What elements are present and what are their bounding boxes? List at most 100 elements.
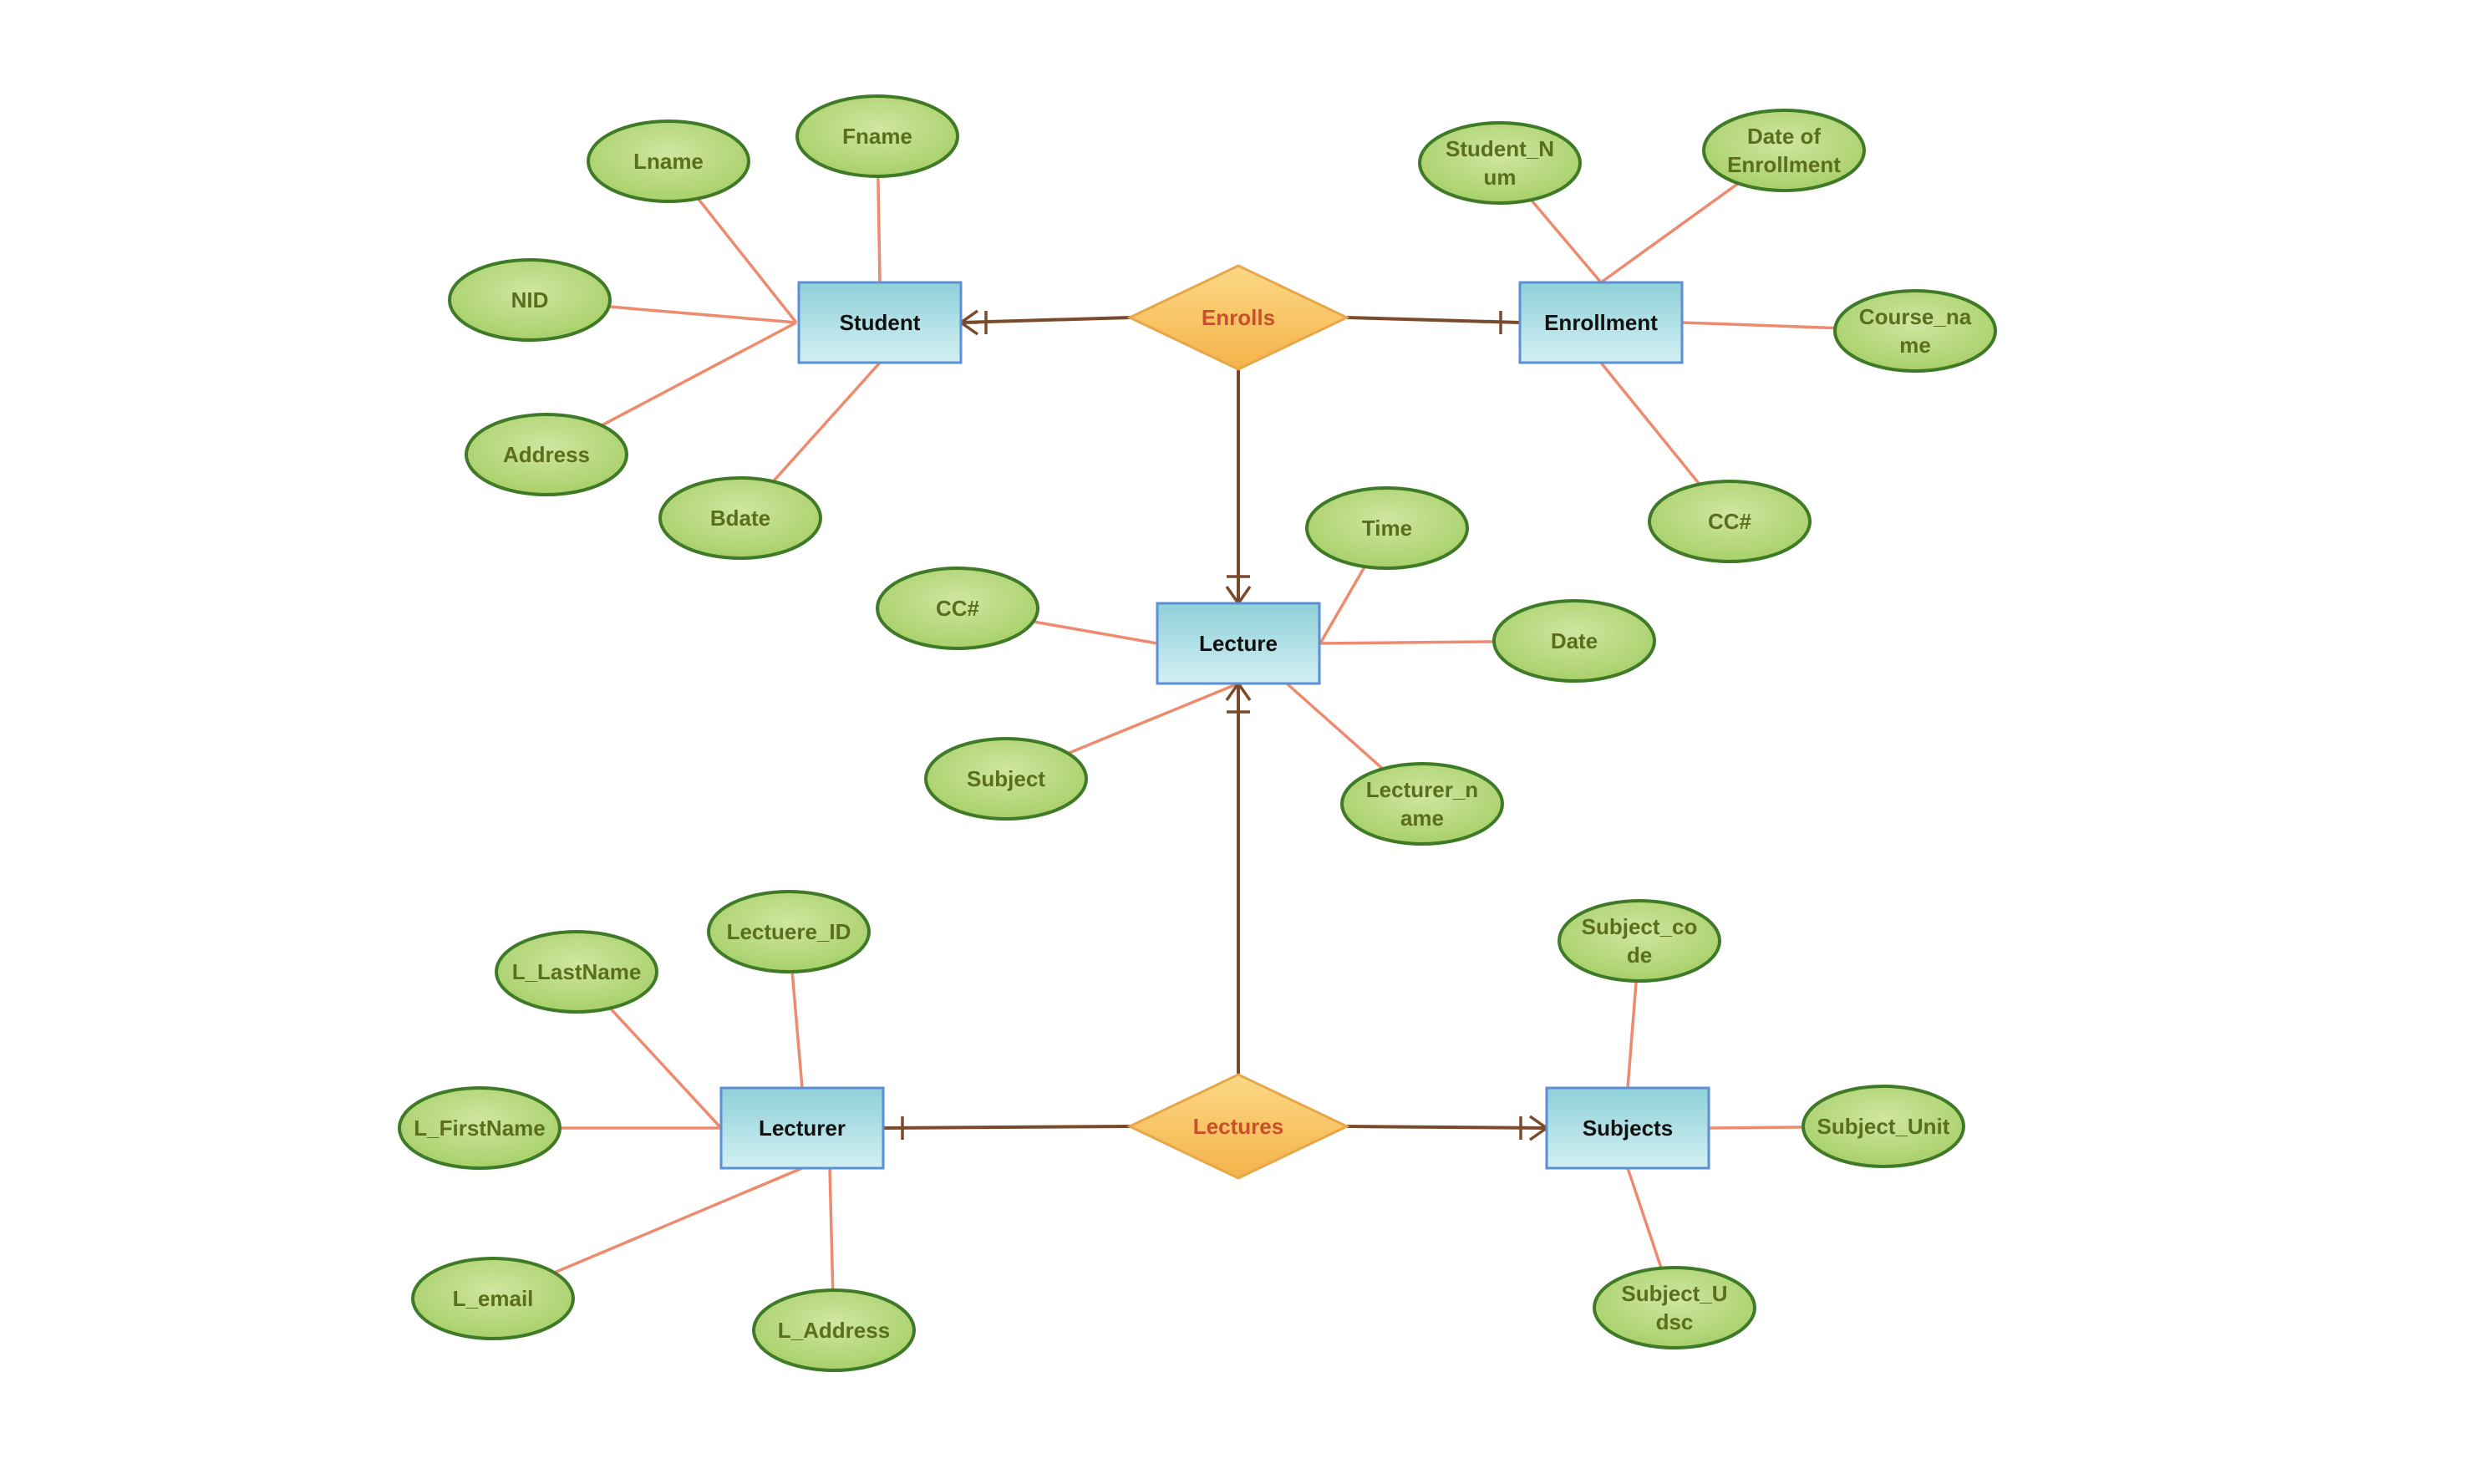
entity-box	[797, 281, 963, 364]
relationship-diamond	[1126, 264, 1350, 371]
attribute-label: Subject_co	[1582, 914, 1698, 939]
attribute-subject[interactable]: Subject	[924, 737, 1088, 821]
attribute-ellipse	[1702, 109, 1866, 192]
relationship-connector-lines	[882, 309, 1548, 1141]
attribute-bdate[interactable]: Bdate	[658, 476, 822, 560]
entity-box	[1545, 1086, 1710, 1170]
attribute-fname[interactable]: Fname	[795, 94, 959, 178]
mark-lecture-top-crow	[1225, 585, 1252, 605]
attribute-label: L_Address	[778, 1318, 890, 1343]
attribute-label: L_LastName	[512, 959, 642, 984]
connector-enrolls-enrollment	[1346, 316, 1521, 324]
relationship-lectures[interactable]: Lectures	[1126, 1073, 1350, 1180]
connector-lectures-lecturer	[882, 1125, 1131, 1130]
attribute-l-email[interactable]: L_email	[411, 1257, 575, 1340]
attribute-ellipse	[1593, 1266, 1756, 1349]
attribute-ellipse	[707, 890, 871, 973]
attribute-l-firstname[interactable]: L_FirstName	[398, 1086, 562, 1170]
attribute-label: CC#	[1708, 509, 1752, 534]
attribute-label: me	[1899, 333, 1931, 358]
attribute-course-name[interactable]: Course_name	[1833, 289, 1997, 373]
attribute-ellipse	[795, 94, 959, 178]
attribute-label: Enrollment	[1727, 152, 1841, 177]
attribute-lname[interactable]: Lname	[587, 119, 750, 203]
attribute-ellipse	[1305, 486, 1469, 570]
attribute-ellipse	[1418, 121, 1582, 205]
connector-lectures-subjects	[1346, 1125, 1547, 1130]
attribute-label: L_email	[453, 1286, 534, 1311]
attribute-time[interactable]: Time	[1305, 486, 1469, 570]
entity-box	[719, 1086, 885, 1170]
entity-label: Lecturer	[759, 1116, 846, 1141]
relationship-label: Lectures	[1193, 1114, 1283, 1139]
connector-enrolls-student	[960, 316, 1131, 324]
attribute-ellipse	[1648, 480, 1812, 563]
entity-label: Subjects	[1583, 1116, 1673, 1141]
entity-box	[1156, 602, 1321, 685]
attribute-ellipse	[1492, 599, 1656, 683]
attribute-label: Subject_U	[1621, 1281, 1727, 1306]
attribute-label: Address	[503, 442, 590, 467]
attribute-label: de	[1627, 943, 1652, 968]
attribute-label: Lecturer_n	[1366, 777, 1478, 802]
attribute-ellipse	[658, 476, 822, 560]
attribute-ellipse	[411, 1257, 575, 1340]
attribute-date-of-enrollment[interactable]: Date of Enrollment	[1702, 109, 1866, 192]
attribute-ellipse	[448, 258, 612, 342]
entity-label: Lecture	[1199, 631, 1278, 656]
entity-enrollment[interactable]: Enrollment	[1518, 281, 1684, 364]
attribute-label: Course_na	[1859, 304, 1972, 329]
attribute-label: L_FirstName	[414, 1116, 546, 1141]
entity-lecturer[interactable]: Lecturer	[719, 1086, 885, 1170]
attribute-ellipse	[1801, 1085, 1965, 1168]
attribute-ellipse	[398, 1086, 562, 1170]
attribute-subject-unit[interactable]: Subject_Unit	[1801, 1085, 1965, 1168]
attribute-label: Time	[1362, 516, 1412, 541]
entity-lecture[interactable]: Lecture	[1156, 602, 1321, 685]
attribute-label: Subject	[967, 766, 1045, 791]
attribute-student-num[interactable]: Student_Num	[1418, 121, 1582, 205]
attribute-l-address[interactable]: L_Address	[752, 1288, 916, 1372]
attribute-label: Lname	[633, 149, 704, 174]
attribute-cc-lecture[interactable]: CC#	[876, 567, 1039, 650]
attribute-label: ame	[1400, 806, 1444, 831]
relationship-label: Enrolls	[1202, 305, 1275, 330]
entity-label: Student	[840, 310, 921, 335]
attribute-ellipse	[1558, 899, 1721, 983]
attribute-l-lastname[interactable]: L_LastName	[495, 930, 658, 1014]
entity-student[interactable]: Student	[797, 281, 963, 364]
attribute-label: um	[1484, 165, 1517, 190]
attribute-label: Bdate	[710, 506, 770, 531]
attribute-cc-enrollment[interactable]: CC#	[1648, 480, 1812, 563]
attribute-ellipse	[924, 737, 1088, 821]
attribute-label: CC#	[936, 596, 980, 621]
attribute-label: Lectuere_ID	[727, 919, 851, 944]
mark-subjects-crow	[1528, 1115, 1548, 1141]
mark-student-crow	[959, 309, 979, 336]
attribute-nid[interactable]: NID	[448, 258, 612, 342]
entity-subjects[interactable]: Subjects	[1545, 1086, 1710, 1170]
attribute-ellipse	[752, 1288, 916, 1372]
attribute-label: Subject_Unit	[1817, 1114, 1950, 1139]
attribute-label: Fname	[842, 124, 912, 149]
attribute-ellipse	[495, 930, 658, 1014]
attribute-ellipse	[876, 567, 1039, 650]
mark-lecture-bottom-crow	[1225, 682, 1252, 702]
relationship-enrolls[interactable]: Enrolls	[1126, 264, 1350, 371]
attribute-label: Date of	[1747, 124, 1821, 149]
attribute-address[interactable]: Address	[465, 413, 628, 496]
relationship-diamond	[1126, 1073, 1350, 1180]
attribute-label: Date	[1551, 628, 1598, 653]
attribute-date[interactable]: Date	[1492, 599, 1656, 683]
attribute-label: NID	[511, 287, 549, 313]
attribute-label: dsc	[1656, 1309, 1694, 1334]
entity-label: Enrollment	[1544, 310, 1658, 335]
attribute-lecturer-name[interactable]: Lecturer_name	[1340, 762, 1504, 846]
attribute-lectuere-id[interactable]: Lectuere_ID	[707, 890, 871, 973]
attribute-ellipse	[1833, 289, 1997, 373]
attribute-ellipse	[1340, 762, 1504, 846]
entity-box	[1518, 281, 1684, 364]
